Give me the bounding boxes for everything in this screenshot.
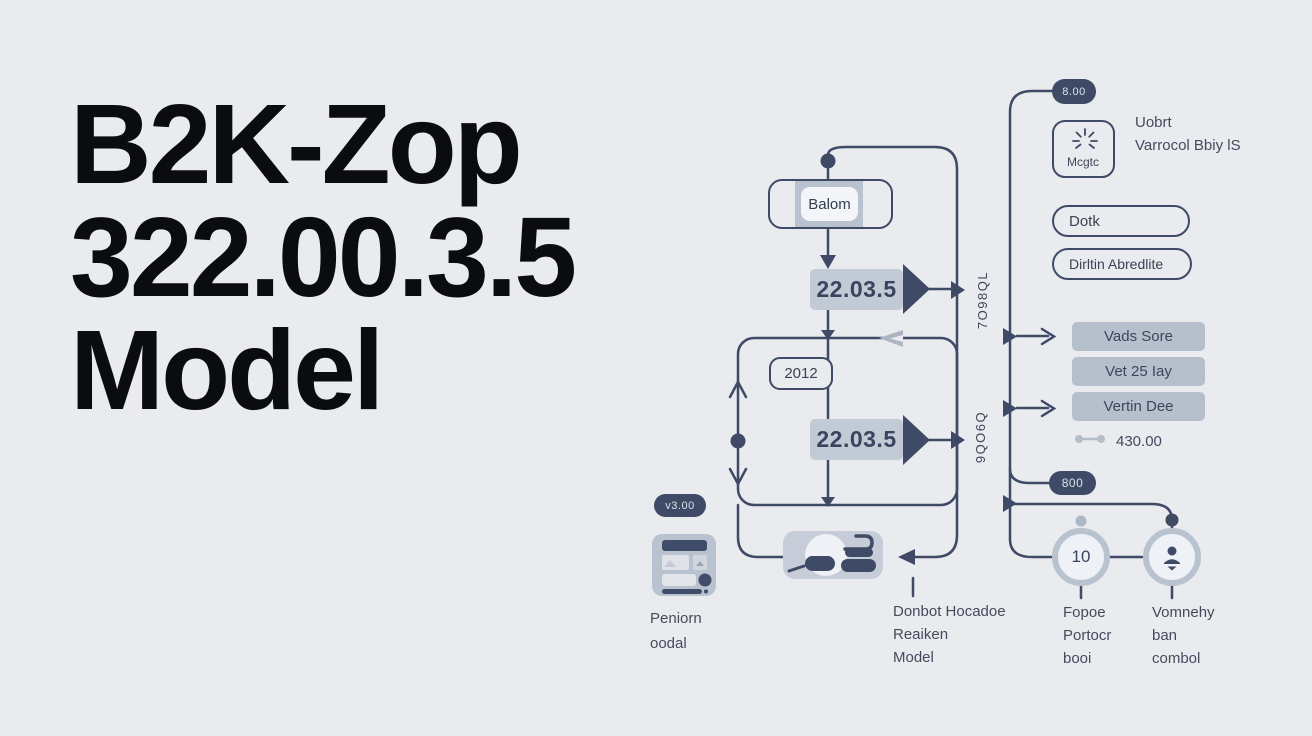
magic-label: Mcgtc: [1066, 155, 1099, 169]
balom-node[interactable]: Balom: [768, 179, 893, 229]
badge-top-label: 8.00: [1062, 85, 1086, 98]
caption-peniorn-line1: Peniorn: [650, 610, 702, 627]
down-arrowhead: [820, 255, 836, 269]
caption-circle-1-line2: Portocr: [1063, 627, 1112, 644]
dirltin-label: Dirltin Abredlite: [1069, 256, 1164, 272]
light-dot: [1075, 515, 1087, 527]
badge-bottom[interactable]: 800: [1049, 471, 1096, 495]
balom-label: Balom: [808, 195, 851, 213]
caption-top-line2: Varrocol Bbiy lS: [1135, 137, 1241, 154]
moon-pen-icon: [787, 534, 876, 576]
sparkle-icon: [1072, 128, 1098, 149]
cursor-arrow-icon: [879, 330, 903, 347]
caption-circle-2-line1: Vomnehy: [1152, 604, 1215, 621]
person-icon: [1164, 546, 1180, 571]
dirltin-node[interactable]: Dirltin Abredlite: [1052, 248, 1192, 280]
version-box-2-label: 22.03.5: [816, 426, 897, 452]
button-vet-25-label: Vet 25 Iay: [1105, 363, 1172, 380]
count-circle-value: 10: [1071, 547, 1091, 566]
node-dot-left-rail: [730, 433, 746, 449]
big-right-arrow-1: [903, 264, 930, 314]
caption-model-line3: Model: [893, 649, 934, 666]
moon-pen-node[interactable]: [783, 531, 883, 579]
caption-top-line1: Uobrt: [1135, 114, 1172, 131]
caption-circle-2: Vomnehy ban combol: [1152, 601, 1215, 670]
range-legend-icon: [1075, 435, 1105, 443]
title-line-2: 322.00.3.5: [70, 194, 577, 320]
version-box-2[interactable]: 22.03.5: [810, 419, 903, 460]
button-vet-25[interactable]: Vet 25 Iay: [1072, 357, 1205, 386]
caption-peniorn: Peniorn oodal: [650, 606, 702, 656]
balom-outline: [768, 179, 893, 229]
big-right-arrow-2: [903, 415, 930, 465]
badge-bottom-label: 800: [1061, 476, 1084, 490]
version-badge[interactable]: v3.00: [654, 494, 706, 517]
version-box-1-label: 22.03.5: [816, 276, 897, 302]
left-arrowhead-bottom: [898, 549, 915, 565]
vertical-label-2: 9QO6Q: [973, 410, 988, 464]
caption-model-line1: Donbot Hocadoe: [893, 603, 1006, 620]
caption-circle-1-line1: Fopoe: [1063, 604, 1106, 621]
caption-circle-1-line3: booi: [1063, 650, 1092, 667]
version-box-1[interactable]: 22.03.5: [810, 269, 903, 310]
year-label: 2012: [784, 365, 818, 382]
vertical-label-1: 7O98QL: [975, 270, 990, 330]
peniorn-card-icon: [662, 540, 712, 594]
balom-inner: Balom: [801, 187, 858, 221]
title-line-1: B2K-Zop: [70, 81, 523, 207]
caption-top-right: Uobrt Varrocol Bbiy lS: [1135, 111, 1241, 157]
caption-model: Donbot Hocadoe Reaiken Model: [893, 600, 1006, 669]
year-node[interactable]: 2012: [769, 357, 833, 390]
dotk-node[interactable]: Dotk: [1052, 205, 1190, 237]
version-badge-label: v3.00: [665, 499, 695, 512]
button-vertin-dee[interactable]: Vertin Dee: [1072, 392, 1205, 421]
caption-circle-1: Fopoe Portocr booi: [1063, 601, 1111, 670]
caption-model-line2: Reaiken: [893, 626, 949, 643]
flow-arrowheads: [730, 153, 1179, 565]
person-circle[interactable]: [1143, 528, 1201, 586]
title-line-3: Model: [70, 307, 384, 433]
page-title: B2K-Zop 322.00.3.5 Model: [70, 81, 577, 433]
caption-peniorn-line2: oodal: [650, 635, 687, 652]
node-dot-person: [1165, 513, 1179, 527]
legend-value: 430.00: [1116, 433, 1162, 450]
badge-top[interactable]: 8.00: [1052, 79, 1096, 104]
caption-circle-2-line3: combol: [1152, 650, 1201, 667]
magic-node[interactable]: Mcgtc: [1052, 120, 1115, 178]
count-circle[interactable]: 10: [1052, 528, 1110, 586]
caption-circle-2-line2: ban: [1152, 627, 1178, 644]
button-vads-sore-label: Vads Sore: [1104, 328, 1173, 345]
node-dot-top: [820, 153, 836, 169]
peniorn-card[interactable]: [652, 534, 716, 596]
button-vads-sore[interactable]: Vads Sore: [1072, 322, 1205, 351]
dotk-label: Dotk: [1069, 212, 1100, 230]
button-vertin-dee-label: Vertin Dee: [1103, 398, 1174, 415]
